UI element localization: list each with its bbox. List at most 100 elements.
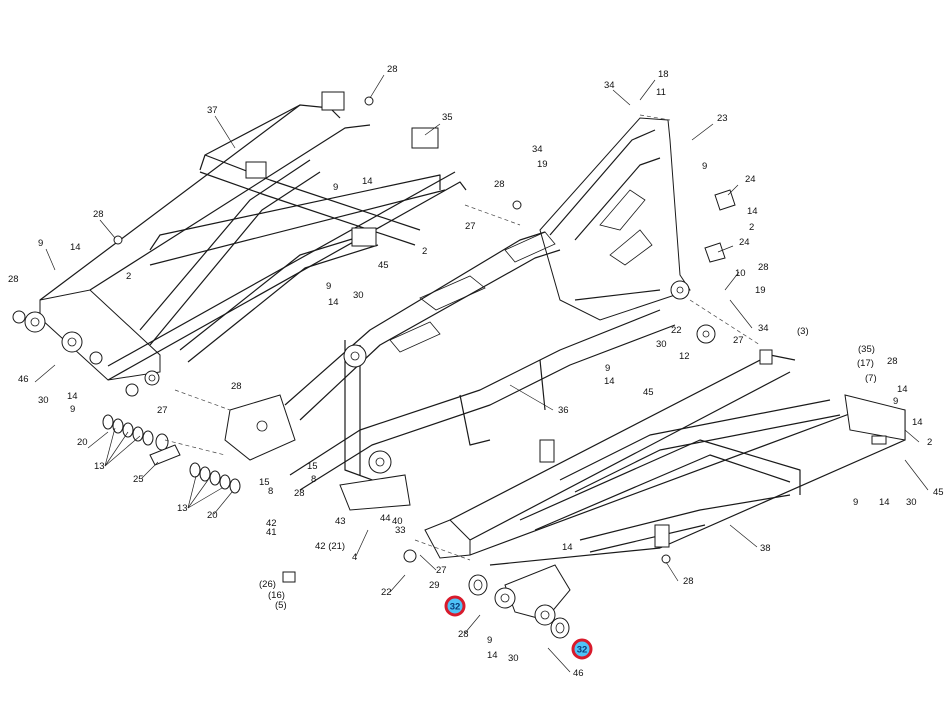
callout-label: 24 [745, 174, 756, 185]
callout-label: 9 [853, 497, 858, 508]
callout-label: 20 [207, 510, 218, 521]
assembly-lines [164, 114, 761, 561]
leader-lines [34, 74, 929, 673]
callout-label: 28 [8, 274, 19, 285]
callout-label: 28 [93, 209, 104, 220]
callout-label: 24 [739, 237, 750, 248]
part-callouts: 2837353418112334192891428279241422428101… [8, 64, 944, 679]
loose-parts [12, 96, 736, 639]
callout-label: 19 [537, 159, 548, 170]
callout-label: 45 [933, 487, 944, 498]
callout-label: 14 [362, 176, 373, 187]
callout-label: 9 [487, 635, 492, 646]
callout-label: (16) [268, 590, 285, 601]
callout-label: (7) [865, 373, 877, 384]
callout-label: 22 [381, 587, 392, 598]
callout-label: 9 [605, 363, 610, 374]
callout-label: 9 [326, 281, 331, 292]
callout-label: 8 [268, 486, 273, 497]
callout-label: 43 [335, 516, 346, 527]
callout-label: 18 [658, 69, 669, 80]
callout-label: 14 [879, 497, 890, 508]
callout-label: 9 [38, 238, 43, 249]
callout-label: 14 [328, 297, 339, 308]
callout-label: (3) [797, 326, 809, 337]
callout-label: 14 [562, 542, 573, 553]
callout-label: 25 [133, 474, 144, 485]
callout-label: 34 [758, 323, 769, 334]
callout-label: 14 [604, 376, 615, 387]
callout-label: 19 [755, 285, 766, 296]
callout-label: 2 [927, 437, 932, 448]
highlight-label: 32 [577, 645, 588, 656]
callout-label: 42 [266, 518, 277, 529]
callout-label: 36 [558, 405, 569, 416]
callout-label: 9 [333, 182, 338, 193]
highlight-marker[interactable] [444, 595, 466, 617]
callout-label: 22 [671, 325, 682, 336]
highlight-label: 32 [450, 602, 461, 613]
callout-label: 35 [442, 112, 453, 123]
callout-label: 38 [760, 543, 771, 554]
callout-label: 27 [733, 335, 744, 346]
callout-label: 13 [177, 503, 188, 514]
callout-label: 30 [508, 653, 519, 664]
callout-label: 14 [67, 391, 78, 402]
callout-label: 13 [94, 461, 105, 472]
left-wing-frame [24, 91, 467, 386]
callout-label: (5) [275, 600, 287, 611]
callout-label: 14 [487, 650, 498, 661]
callout-label: 29 [429, 580, 440, 591]
callout-label: (26) [259, 579, 276, 590]
highlight-marker[interactable] [571, 638, 593, 660]
callout-label: 45 [643, 387, 654, 398]
callout-label: 33 [395, 525, 406, 536]
callout-label: 30 [656, 339, 667, 350]
callout-label: 2 [422, 246, 427, 257]
callout-label: 40 [392, 516, 403, 527]
callout-label: 2 [749, 222, 754, 233]
callout-label: 30 [906, 497, 917, 508]
callout-label: 14 [912, 417, 923, 428]
callout-label: 28 [758, 262, 769, 273]
right-wing-frame [424, 349, 906, 626]
callout-label: 20 [77, 437, 88, 448]
callout-label: 46 [573, 668, 584, 679]
callout-label: 42 (21) [315, 541, 345, 552]
callout-label: 15 [259, 477, 270, 488]
center-frame [224, 117, 716, 511]
callout-label: 9 [893, 396, 898, 407]
callout-label: 12 [679, 351, 690, 362]
callout-label: 30 [353, 290, 364, 301]
callout-label: (17) [857, 358, 874, 369]
callout-label: 9 [702, 161, 707, 172]
callout-label: 8 [311, 474, 316, 485]
highlighted-callouts: 32 32 [444, 595, 593, 660]
callout-label: 30 [38, 395, 49, 406]
callout-label: 28 [294, 488, 305, 499]
callout-label: 34 [604, 80, 615, 91]
callout-label: 28 [458, 629, 469, 640]
callout-label: 11 [656, 87, 666, 98]
callout-label: 14 [897, 384, 908, 395]
callout-label: 45 [378, 260, 389, 271]
callout-label: 4 [352, 552, 357, 563]
callout-label: 28 [387, 64, 398, 75]
callout-label: 2 [126, 271, 131, 282]
callout-label: 28 [231, 381, 242, 392]
callout-label: 27 [157, 405, 168, 416]
callout-label: 14 [70, 242, 81, 253]
callout-label: 41 [266, 527, 277, 538]
callout-label: 37 [207, 105, 218, 116]
callout-label: 9 [70, 404, 75, 415]
callout-label: 46 [18, 374, 29, 385]
callout-label: 28 [887, 356, 898, 367]
callout-label: 10 [735, 268, 746, 279]
callout-label: 28 [683, 576, 694, 587]
callout-label: 27 [436, 565, 447, 576]
callout-label: 27 [465, 221, 476, 232]
callout-label: 15 [307, 461, 318, 472]
callout-label: 23 [717, 113, 728, 124]
